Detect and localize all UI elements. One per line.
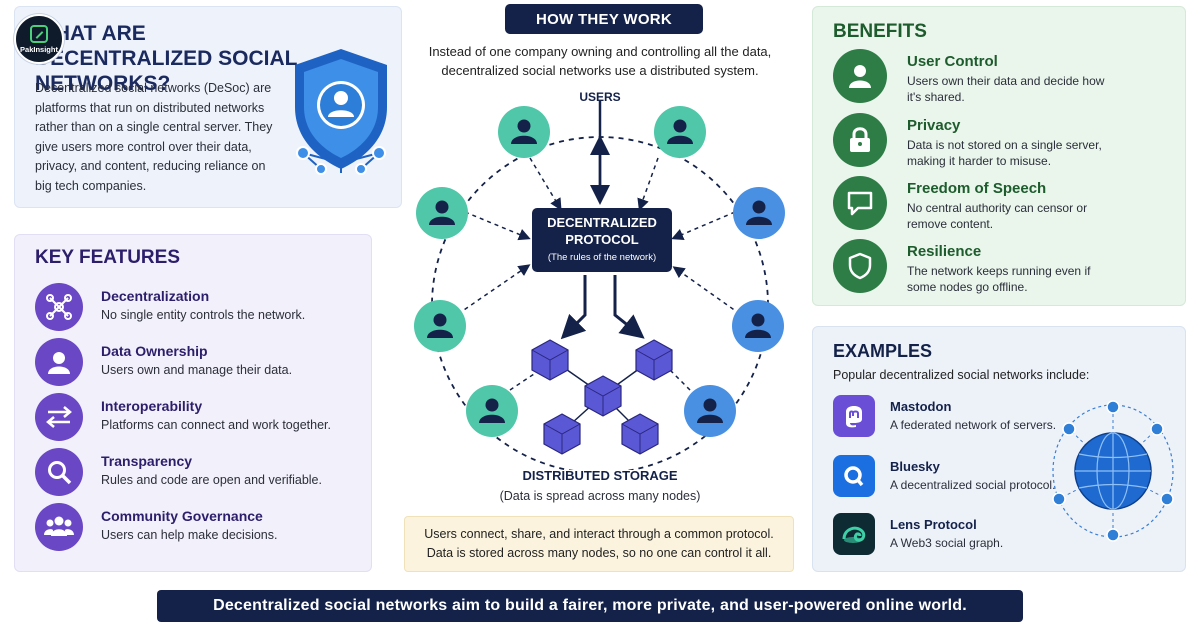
storage-cubes bbox=[531, 339, 673, 455]
examples-title: EXAMPLES bbox=[833, 341, 933, 361]
feature-description: No single entity controls the network. bbox=[101, 308, 306, 322]
protocol-subtitle: (The rules of the network) bbox=[547, 252, 657, 263]
lock-icon bbox=[833, 113, 887, 167]
example-description: A decentralized social protocol. bbox=[890, 478, 1056, 492]
storage-node-cube bbox=[531, 339, 569, 381]
what-are-description: Decentralized social networks (DeSoc) ar… bbox=[35, 81, 273, 193]
benefit-resilience: Resilience The network keeps running eve… bbox=[833, 239, 1178, 295]
example-description: A Web3 social graph. bbox=[890, 536, 1004, 550]
protocol-title: DECENTRALIZED PROTOCOL bbox=[547, 215, 657, 247]
storage-node-cube bbox=[621, 413, 659, 455]
lens-logo-icon bbox=[833, 513, 875, 555]
feature-description: Users can help make decisions. bbox=[101, 528, 278, 542]
distributed-storage-label: DISTRIBUTED STORAGE bbox=[522, 468, 678, 483]
user-node bbox=[732, 300, 784, 352]
feature-description: Rules and code are open and verifiable. bbox=[101, 473, 322, 487]
network-diagram bbox=[414, 100, 785, 470]
feature-description: Users own and manage their data. bbox=[101, 363, 293, 377]
storage-node-cube bbox=[635, 339, 673, 381]
benefit-title: Privacy bbox=[907, 117, 961, 134]
feature-community-governance: Community Governance Users can help make… bbox=[35, 503, 365, 553]
magnifier-icon bbox=[35, 448, 83, 496]
users-label: USERS bbox=[579, 90, 621, 104]
benefits-title: BENEFITS bbox=[833, 21, 927, 42]
benefit-title: Freedom of Speech bbox=[907, 180, 1047, 197]
example-mastodon: Mastodon A federated network of servers. bbox=[833, 395, 1063, 439]
example-name: Mastodon bbox=[890, 399, 952, 414]
user-node bbox=[654, 106, 706, 158]
mastodon-logo-icon bbox=[833, 395, 875, 437]
example-name: Bluesky bbox=[890, 459, 940, 474]
key-features-panel: KEY FEATURES Decentralization No single … bbox=[14, 234, 372, 572]
benefit-user-control: User Control Users own their data and de… bbox=[833, 49, 1178, 105]
bluesky-logo-icon bbox=[833, 455, 875, 497]
example-bluesky: Bluesky A decentralized social protocol. bbox=[833, 455, 1063, 499]
logo-text: PakInsight bbox=[20, 44, 58, 54]
benefit-title: Resilience bbox=[907, 243, 982, 260]
user-node bbox=[414, 300, 466, 352]
example-name: Lens Protocol bbox=[890, 517, 977, 532]
feature-title: Data Ownership bbox=[101, 343, 208, 359]
feature-decentralization: Decentralization No single entity contro… bbox=[35, 283, 365, 333]
key-features-title: KEY FEATURES bbox=[35, 247, 180, 268]
summary-line: Data is stored across many nodes, so no … bbox=[426, 546, 772, 560]
how-they-work-intro: Instead of one company owning and contro… bbox=[428, 44, 772, 78]
how-they-work-title: HOW THEY WORK bbox=[505, 4, 703, 34]
feature-description: Platforms can connect and work together. bbox=[101, 418, 331, 432]
benefit-title: User Control bbox=[907, 53, 998, 70]
example-description: A federated network of servers. bbox=[890, 418, 1057, 432]
summary-line: Users connect, share, and interact throu… bbox=[424, 527, 774, 541]
protocol-arrows bbox=[560, 100, 645, 340]
feature-title: Interoperability bbox=[101, 398, 203, 414]
user-node bbox=[498, 106, 550, 158]
distributed-storage-subtitle: (Data is spread across many nodes) bbox=[499, 489, 701, 503]
globe-network-icon bbox=[1052, 400, 1174, 542]
what-are-panel: WHAT ARE DECENTRALIZED SOCIAL NETWORKS? … bbox=[14, 6, 402, 208]
speech-bubble-icon bbox=[833, 176, 887, 230]
storage-node-cube bbox=[543, 413, 581, 455]
benefit-privacy: Privacy Data is not stored on a single s… bbox=[833, 113, 1178, 169]
how-it-works-summary: Users connect, share, and interact throu… bbox=[404, 516, 794, 572]
example-lens-protocol: Lens Protocol A Web3 social graph. bbox=[833, 513, 1063, 557]
logo-mark-icon bbox=[30, 24, 48, 43]
feature-transparency: Transparency Rules and code are open and… bbox=[35, 448, 365, 498]
decentralized-protocol-box: DECENTRALIZED PROTOCOL (The rules of the… bbox=[532, 208, 672, 272]
network-nodes-icon bbox=[35, 283, 83, 331]
feature-interoperability: Interoperability Platforms can connect a… bbox=[35, 393, 365, 443]
benefit-description: The network keeps running even if some n… bbox=[907, 264, 1091, 294]
footer-banner: Decentralized social networks aim to bui… bbox=[157, 590, 1023, 622]
benefits-panel: BENEFITS User Control Users own their da… bbox=[812, 6, 1186, 306]
feature-title: Transparency bbox=[101, 453, 193, 469]
connection-lines bbox=[457, 157, 741, 391]
user-node bbox=[684, 385, 736, 437]
feature-title: Decentralization bbox=[101, 288, 210, 304]
pakinsight-logo: PakInsight bbox=[14, 14, 64, 64]
benefit-description: Users own their data and decide how it's… bbox=[907, 74, 1105, 104]
user-node bbox=[416, 187, 468, 239]
shield-icon bbox=[833, 239, 887, 293]
group-icon bbox=[35, 503, 83, 551]
user-icon bbox=[833, 49, 887, 103]
benefit-description: Data is not stored on a single server, m… bbox=[907, 138, 1102, 168]
user-icon bbox=[35, 338, 83, 386]
benefit-freedom-of-speech: Freedom of Speech No central authority c… bbox=[833, 176, 1178, 232]
feature-title: Community Governance bbox=[101, 508, 263, 524]
user-node bbox=[466, 385, 518, 437]
benefit-description: No central authority can censor or remov… bbox=[907, 201, 1088, 231]
user-shield-network-icon bbox=[295, 49, 387, 175]
examples-intro: Popular decentralized social networks in… bbox=[833, 368, 1090, 382]
feature-data-ownership: Data Ownership Users own and manage thei… bbox=[35, 338, 365, 388]
swap-arrows-icon bbox=[35, 393, 83, 441]
user-node bbox=[733, 187, 785, 239]
examples-panel: EXAMPLES Popular decentralized social ne… bbox=[812, 326, 1186, 572]
storage-node-cube bbox=[584, 375, 622, 417]
